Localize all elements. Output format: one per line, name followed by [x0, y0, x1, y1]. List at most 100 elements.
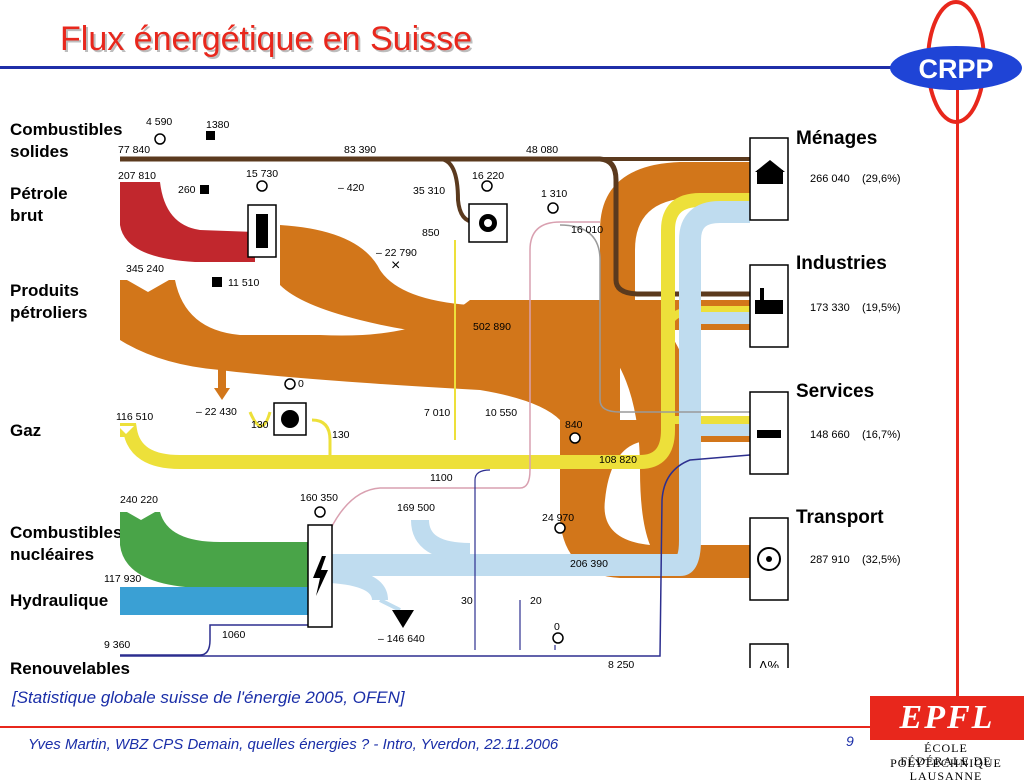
flow-label-206390: 206 390	[570, 558, 608, 570]
flow-label-108820: 108 820	[599, 454, 637, 466]
marker-cross: ×	[391, 257, 400, 274]
flow-label-840: 840	[565, 419, 583, 431]
flow-export-electricity-arrow	[392, 610, 414, 628]
electricity-plant-box	[307, 524, 333, 628]
dest-share-services: (16,7%)	[862, 429, 901, 441]
dest-box-menages	[749, 137, 789, 221]
source-citation: [Statistique globale suisse de l'énergie…	[12, 688, 405, 707]
flow-export-electricity	[379, 598, 401, 612]
marker-160350	[314, 506, 326, 518]
page-title: Flux énergétique en Suisse	[60, 20, 473, 58]
flow-label-16220: 16 220	[472, 170, 504, 182]
notch-petroleum	[120, 276, 176, 292]
flow-gas	[120, 193, 750, 469]
marker-840	[569, 432, 581, 444]
marker-24970	[554, 522, 566, 534]
notch-gas	[118, 426, 134, 434]
page-number: 9	[846, 733, 854, 749]
flow-value-labels: 4 590 1380 77 840 83 390 48 080 207 810 …	[104, 116, 637, 671]
flow-nuclear	[120, 512, 308, 588]
flow-label-117930: 117 930	[104, 573, 141, 585]
dest-box-services	[749, 391, 789, 475]
dest-box-industries	[749, 264, 789, 348]
flow-label-35310: 35 310	[413, 185, 445, 197]
source-petrole-brut: Pétrole brut	[10, 184, 68, 225]
refinery-box	[247, 204, 277, 258]
flow-label-260: 260	[178, 184, 196, 196]
flow-label-850: 850	[422, 227, 440, 239]
flow-label-1060: 1060	[222, 629, 246, 641]
dest-share-transport: (32,5%)	[862, 554, 901, 566]
flow-label-1310: 1 310	[541, 188, 567, 200]
dest-services: Services	[796, 381, 875, 402]
flow-label-345240: 345 240	[126, 263, 164, 275]
flow-label-8250: 8 250	[608, 659, 634, 671]
flow-label-420: – 420	[338, 182, 364, 194]
flow-label-116510: 116 510	[116, 411, 153, 423]
crpp-logo-text: CRPP	[918, 54, 993, 84]
dest-value-services: 148 660	[810, 429, 850, 441]
footer-rule	[0, 726, 870, 728]
marker-16220	[481, 180, 493, 192]
dest-value-menages: 266 040	[810, 173, 850, 185]
source-renouvelables: Renouvelables	[10, 659, 130, 678]
power-plant-box	[468, 203, 508, 243]
notch-nuclear	[120, 508, 162, 520]
energy-flow-diagram: ×	[104, 116, 901, 675]
flow-label-240220: 240 220	[120, 494, 158, 506]
dest-share-industries: (19,5%)	[862, 302, 901, 314]
flow-thin-gray-1	[559, 224, 750, 413]
dest-value-industries: 173 330	[810, 302, 850, 314]
marker-0b	[552, 632, 564, 644]
flow-petroleum-products	[120, 162, 750, 578]
marker-260	[200, 185, 209, 194]
flow-label-130b: 130	[332, 429, 350, 441]
flow-gas-connector	[248, 411, 272, 428]
marker-15730	[256, 180, 268, 192]
flow-gas-out	[311, 418, 332, 462]
flow-label-160350: 160 350	[300, 492, 338, 504]
source-produits-petroliers: Produits pétroliers	[10, 281, 88, 322]
dest-values: 266 040 (29,6%) 173 330 (19,5%) 148 660 …	[810, 173, 901, 566]
flow-thin-pink	[329, 221, 600, 531]
crpp-logo-oval	[890, 46, 1022, 90]
flow-label-169500: 169 500	[397, 502, 435, 514]
right-rule	[956, 60, 959, 700]
flow-label-16010: 16 010	[571, 224, 603, 236]
flow-renewables-direct	[120, 454, 751, 657]
flow-label-207810: 207 810	[118, 170, 156, 182]
flow-label-0b: 0	[554, 621, 560, 633]
dest-value-transport: 287 910	[810, 554, 850, 566]
flow-label-30: 30	[461, 595, 473, 607]
flow-label-20: 20	[530, 595, 542, 607]
source-gaz: Gaz	[10, 421, 42, 440]
flow-crude-oil	[120, 182, 255, 262]
flow-label-11510: 11 510	[228, 277, 259, 289]
flow-hydro	[120, 587, 308, 615]
marker-1310	[547, 202, 559, 214]
marker-4590	[154, 133, 166, 145]
flow-label-10550: 10 550	[485, 407, 517, 419]
flow-label-130a: 130	[251, 419, 269, 431]
epfl-logo	[870, 696, 1024, 740]
flow-label-0a: 0	[298, 378, 304, 390]
flow-label-9360: 9 360	[104, 639, 130, 651]
epfl-logo-text: EPFL	[899, 699, 995, 736]
crpp-logo: CRPP	[890, 0, 1022, 124]
flow-label-4590: 4 590	[146, 116, 172, 128]
flow-renewables-line	[120, 624, 308, 656]
dest-menages: Ménages	[796, 128, 878, 149]
flow-label-83390: 83 390	[344, 144, 376, 156]
flow-crude-to-refinery	[280, 225, 470, 335]
flow-thin-blue-1	[474, 469, 491, 650]
flow-label-77840: 77 840	[118, 144, 150, 156]
source-combustibles-solides: Combustibles solides	[10, 120, 123, 161]
gas-plant-box	[273, 402, 307, 436]
dest-share-menages: (29,6%)	[862, 173, 901, 185]
epfl-line-2: FÉDÉRALE DE LAUSANNE	[900, 754, 992, 783]
flow-label-15730: 15 730	[246, 168, 278, 180]
footer-text: Yves Martin, WBZ CPS Demain, quelles éne…	[28, 736, 559, 753]
marker-0a	[284, 378, 296, 390]
marker-11510	[212, 277, 222, 287]
